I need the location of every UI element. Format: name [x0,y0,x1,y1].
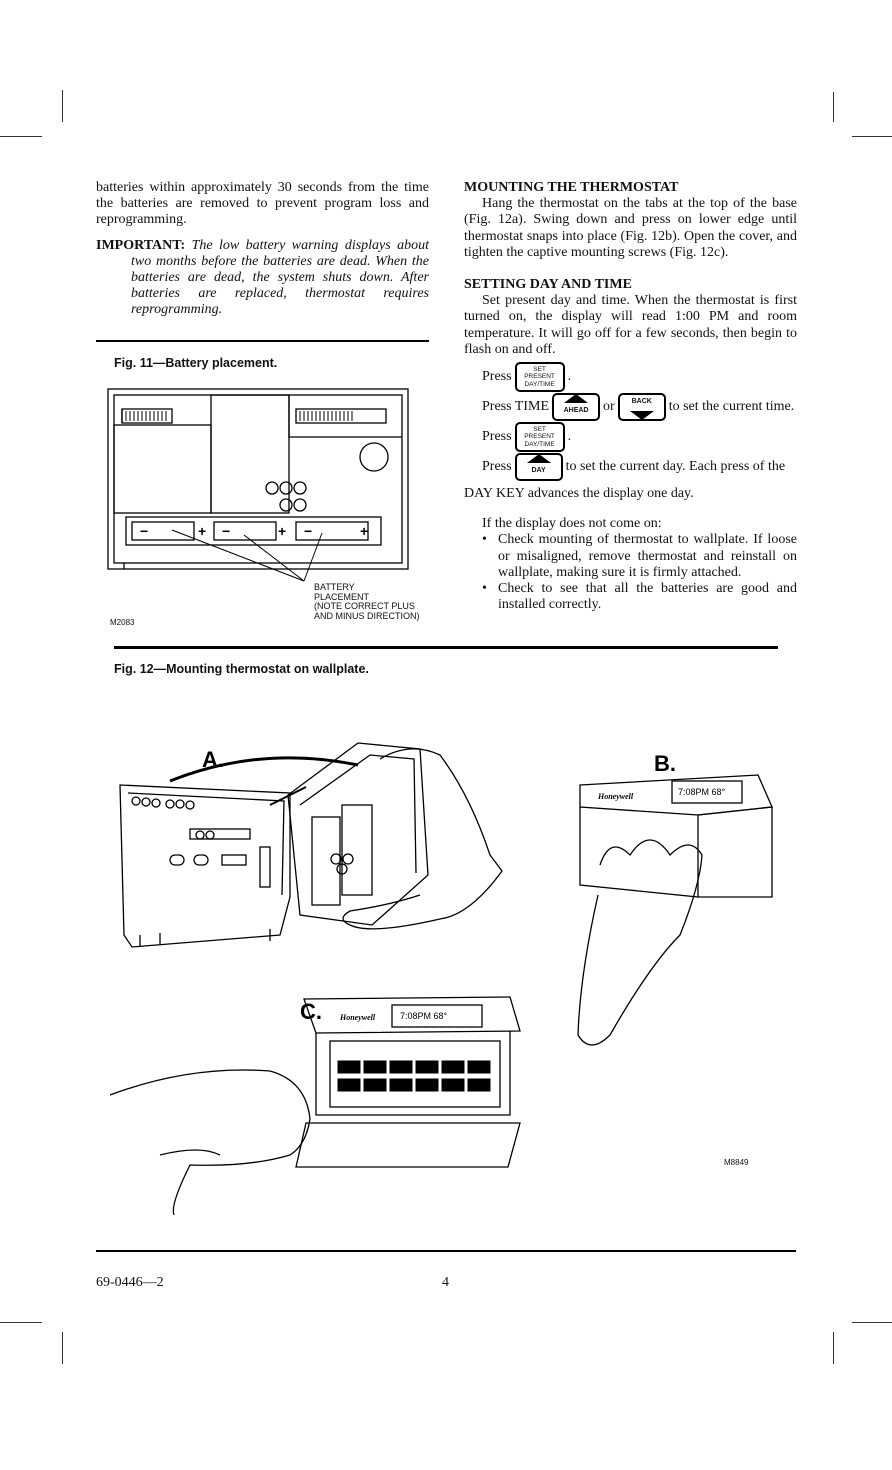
svg-text:+: + [360,523,368,539]
display-c: 7:08PM 68° [400,1011,448,1021]
svg-text:+: + [198,523,206,539]
setting-text: Set present day and time. When the therm… [464,293,797,357]
set-day-text: to set the current day. Each press of th… [565,458,786,474]
battery-label-line: AND MINUS DIRECTION) [314,610,420,621]
fig11-code: M2083 [110,618,135,627]
figure-divider [114,646,778,649]
svg-text:−: − [304,523,312,539]
label-c: C. [300,999,322,1024]
crop-mark [62,1332,63,1364]
back-key: BACK [617,393,666,422]
fig12-code: M8849 [724,1158,749,1167]
brand-logo-c: Honeywell [339,1013,376,1022]
day-key-text: DAY KEY advances the display one day. [464,486,694,502]
key-text: BACK [631,398,652,406]
left-column: batteries within approximately 30 second… [96,180,429,319]
key-text: DAY/TIME [524,380,555,388]
battery-placement-figure: −+ −+ −+ [107,388,409,582]
press-text: Press [482,458,512,474]
press-line-3: Press SET PRESENT DAY/TIME . [482,422,797,453]
list-item: Check mounting of thermostat to wallplat… [482,532,797,581]
up-arrow-icon [526,454,551,464]
set-time-text: to set the current time. [668,398,795,414]
key-text: PRESENT [524,433,555,441]
right-column: MOUNTING THE THERMOSTAT Hang the thermos… [464,180,797,613]
day-key: DAY [514,453,563,482]
section-divider [96,340,429,342]
mounting-text: Hang the thermostat on the tabs at the t… [464,196,797,260]
important-text: The low battery warning displays about t… [131,237,430,318]
setting-heading: SETTING DAY AND TIME [464,277,632,293]
up-arrow-icon [564,394,589,404]
key-text: DAY [531,467,546,475]
doc-number: 69-0446—2 [96,1275,164,1290]
press-line-4: Press DAY to set the current day. Each p… [482,452,797,482]
crop-mark [833,92,834,122]
battery-label-line: PLACEMENT [314,591,370,602]
ahead-key: AHEAD [552,393,601,422]
press-line-2: Press TIME AHEAD or BACK to set the curr… [482,392,797,422]
period: . [567,428,572,444]
crop-mark [0,136,42,137]
mounting-thermostat-figure: A. B. C. [110,742,773,1215]
set-present-day-time-key: SET PRESENT DAY/TIME [514,362,565,393]
intro-text: batteries within approximately 30 second… [96,180,429,228]
footer-rule [96,1250,796,1252]
press-instructions: Press SET PRESENT DAY/TIME . Press TIME … [464,362,797,482]
battery-label: BATTERY PLACEMENT (NOTE CORRECT PLUS AND… [314,582,420,621]
svg-text:−: − [140,523,148,539]
key-text: AHEAD [563,407,589,415]
svg-text:+: + [278,523,286,539]
key-text: PRESENT [524,373,555,381]
svg-text:−: − [222,523,230,539]
press-text: Press [482,428,512,444]
set-present-day-time-key: SET PRESENT DAY/TIME [514,422,565,453]
or-text: or [603,398,615,414]
page-number: 4 [442,1275,449,1290]
key-text: SET [533,365,546,373]
crop-mark [852,136,892,137]
list-item: Check to see that all the batteries are … [482,581,797,613]
display-b: 7:08PM 68° [678,787,726,797]
crop-mark [0,1322,42,1323]
important-note: IMPORTANT: The low battery warning displ… [96,238,429,319]
crop-mark [852,1322,892,1323]
press-time-text: Press TIME [482,398,550,414]
battery-label-line: BATTERY [314,582,355,592]
press-text: Press [482,368,512,384]
troubleshoot-list: Check mounting of thermostat to wallplat… [464,532,797,613]
press-line-1: Press SET PRESENT DAY/TIME . [482,362,797,393]
period: . [567,368,572,384]
fig11-caption: Fig. 11—Battery placement. [114,356,278,370]
key-text: DAY/TIME [524,440,555,448]
fig12-caption: Fig. 12—Mounting thermostat on wallplate… [114,662,369,676]
battery-label-line: (NOTE CORRECT PLUS [314,601,415,611]
brand-logo-b: Honeywell [597,792,634,801]
crop-mark [833,1332,834,1364]
important-label: IMPORTANT: [96,237,186,253]
crop-mark [62,90,63,122]
down-arrow-icon [629,410,654,420]
if-display-text: If the display does not come on: [482,516,662,532]
label-b: B. [654,751,676,776]
key-text: SET [533,425,546,433]
mounting-heading: MOUNTING THE THERMOSTAT [464,180,679,195]
